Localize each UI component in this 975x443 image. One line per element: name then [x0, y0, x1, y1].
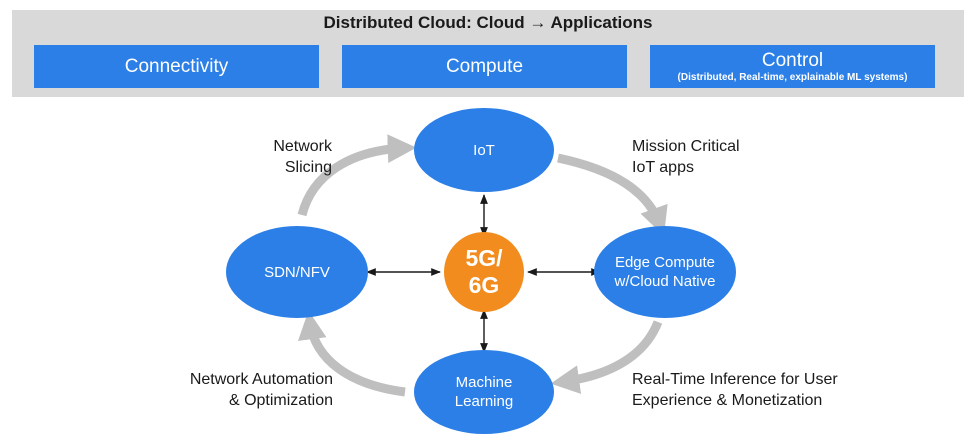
label-mission-critical: Mission Critical IoT apps	[632, 138, 740, 176]
pillar-connectivity-label: Connectivity	[124, 56, 229, 77]
arrow-ml-to-sdn	[297, 310, 406, 397]
node-iot	[414, 108, 554, 192]
node-sdn-label: SDN/NFV	[264, 263, 330, 281]
node-edge-label: Edge Compute w/Cloud Native	[614, 254, 716, 290]
banner: Distributed Cloud: Cloud → Applications …	[12, 10, 964, 97]
arrow-edge-to-ml	[550, 320, 663, 394]
label-real-time-inference: Real-Time Inference for User Experience …	[632, 371, 838, 409]
node-edge	[594, 226, 736, 318]
label-network-automation: Network Automation & Optimization	[189, 371, 333, 409]
arrow-sdn-to-iot	[297, 134, 417, 217]
node-iot-label: IoT	[473, 141, 495, 159]
node-sdn	[226, 226, 368, 318]
pillar-compute-label: Compute	[445, 56, 524, 77]
arrow-iot-to-edge	[557, 153, 668, 236]
banner-title: Distributed Cloud: Cloud → Applications	[323, 13, 653, 32]
pillar-control-sub: (Distributed, Real-time, explainable ML …	[677, 71, 908, 83]
pillar-connectivity: Connectivity	[34, 45, 319, 88]
pillar-control: Control (Distributed, Real-time, explain…	[650, 45, 935, 88]
pillar-control-label: Control	[761, 49, 824, 71]
node-ml	[414, 350, 554, 434]
node-center	[444, 232, 524, 312]
node-center-label: 5G/ 6G	[465, 245, 503, 298]
label-network-slicing: Network Slicing	[273, 138, 332, 176]
pillar-compute: Compute	[342, 45, 627, 88]
node-ml-label: Machine Learning	[454, 374, 514, 410]
